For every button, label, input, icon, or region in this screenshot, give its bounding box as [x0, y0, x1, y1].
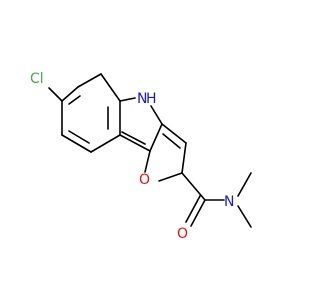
nitrogen-amide-label: N [224, 194, 234, 210]
bond [119, 134, 151, 152]
chlorine-label: Cl [30, 71, 44, 87]
bond [190, 199, 206, 227]
bond [48, 87, 63, 102]
oxygen-carbonyl-label: O [177, 226, 188, 242]
bond [68, 130, 90, 144]
bond [121, 131, 146, 145]
structure-canvas: Cl N H O O N [30, 71, 252, 242]
bond [150, 105, 163, 125]
bond [100, 73, 121, 102]
bond [161, 123, 187, 144]
bond [237, 172, 252, 197]
bond [61, 86, 79, 102]
bond [237, 205, 252, 228]
bond [158, 172, 183, 182]
bond [77, 73, 102, 88]
bond [90, 134, 121, 153]
bond [185, 195, 201, 223]
bond [181, 142, 187, 174]
hydrogen-nh-label: H [146, 91, 157, 107]
molecule-structure: Cl N H O O N [30, 71, 252, 242]
atom-labels: Cl N H O O N [30, 71, 234, 242]
nitrogen-nh-label: N [137, 91, 147, 107]
bond [149, 123, 163, 152]
bond [68, 95, 81, 105]
bond [144, 150, 151, 173]
bonds [48, 73, 252, 228]
bond [181, 172, 206, 201]
bond [61, 134, 92, 153]
bond [119, 97, 136, 102]
oxygen-ring-label: O [139, 172, 150, 188]
bond [162, 133, 181, 149]
